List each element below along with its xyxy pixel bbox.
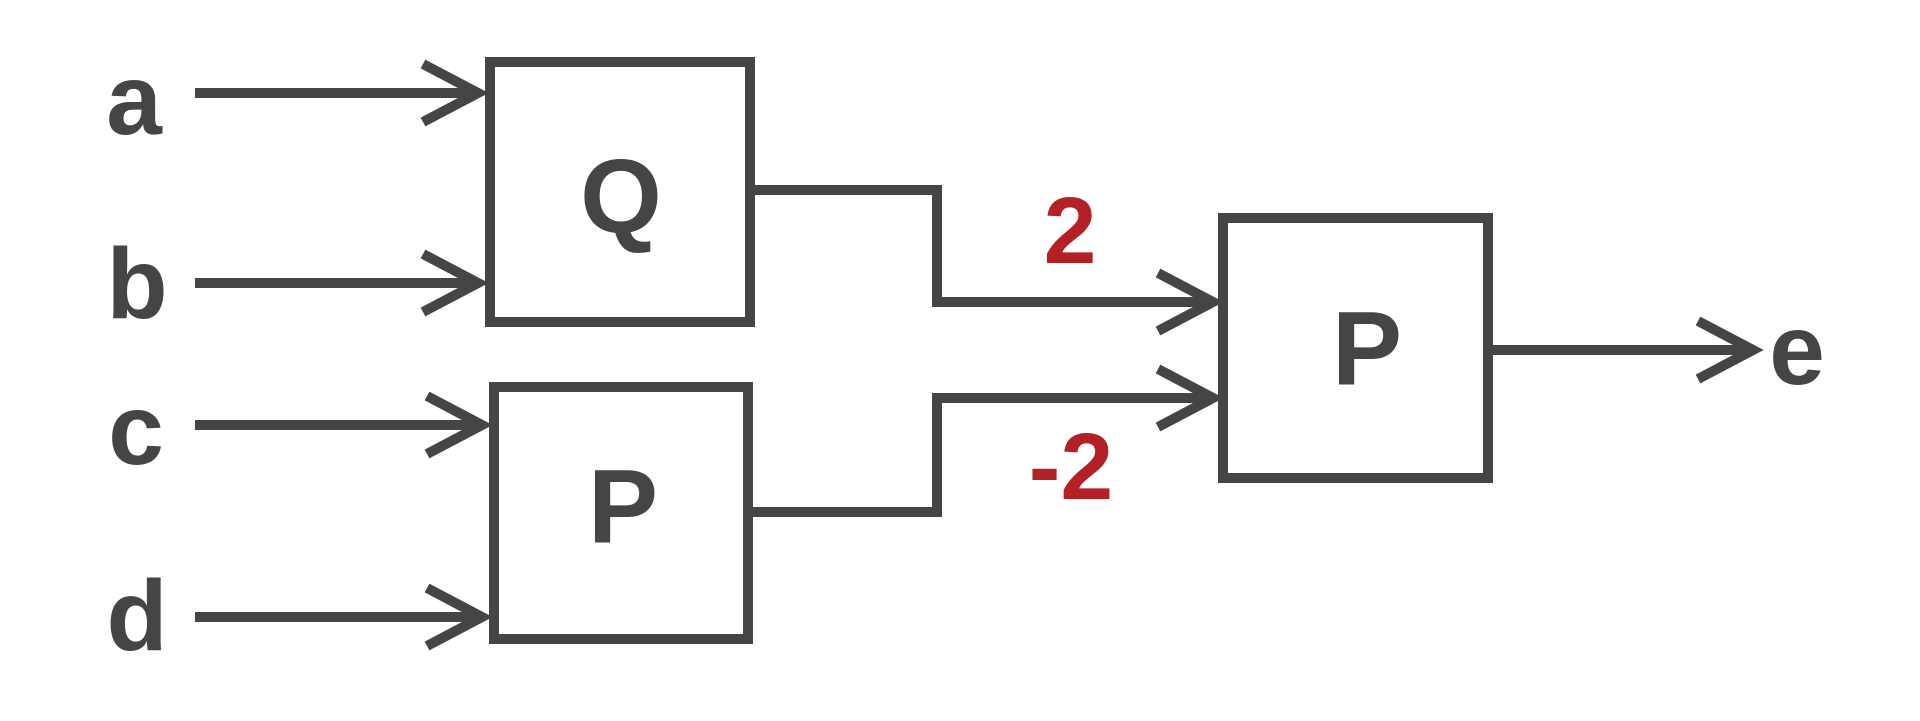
input-arrow-d — [195, 583, 493, 651]
arrowhead-icon — [1155, 268, 1224, 336]
edge-label-gain-2: 2 — [1044, 178, 1097, 284]
input-label-d: d — [106, 560, 167, 672]
input-arrow-c — [195, 391, 493, 459]
block-q: Q — [485, 57, 755, 327]
input-arrow-b — [195, 249, 489, 317]
edge-pbottom-to-p-wire — [748, 393, 1205, 517]
arrowhead-icon — [1695, 316, 1764, 384]
block-p-bottom: P — [489, 382, 753, 644]
input-label-c: c — [108, 374, 164, 486]
arrowhead-icon — [424, 391, 493, 459]
block-p-bottom-box — [489, 382, 753, 644]
block-q-label: Q — [580, 139, 662, 256]
arrowhead-icon — [420, 249, 489, 317]
edge-pbottom-to-p — [748, 364, 1224, 517]
block-q-box — [485, 57, 755, 327]
arrowhead-icon — [1155, 364, 1224, 432]
edge-q-to-p-wire — [750, 185, 1205, 307]
block-p-bottom-label: P — [588, 449, 658, 566]
block-p-right: P — [1218, 213, 1493, 483]
edge-q-to-p — [750, 185, 1224, 336]
input-label-b: b — [106, 228, 167, 340]
edge-label-gain-minus-2: -2 — [1029, 414, 1113, 520]
output-label-e: e — [1769, 294, 1825, 406]
input-arrow-a — [195, 59, 489, 127]
block-p-right-box — [1218, 213, 1493, 483]
block-p-right-label: P — [1332, 291, 1402, 408]
arrowhead-icon — [424, 583, 493, 651]
output-arrow-e — [1488, 316, 1764, 384]
arrowhead-icon — [420, 59, 489, 127]
input-label-a: a — [106, 44, 163, 156]
